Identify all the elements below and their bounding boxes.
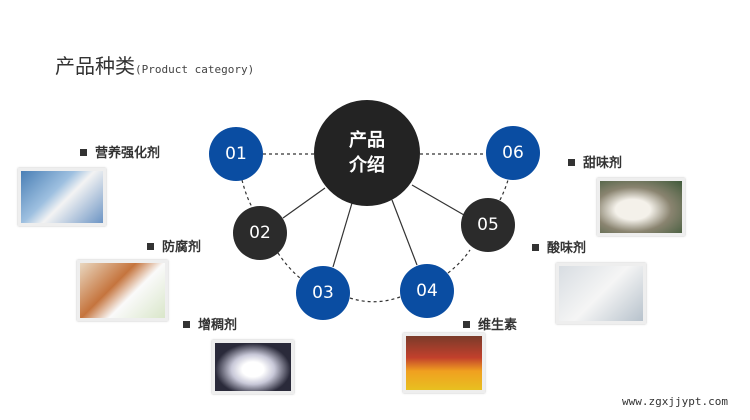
dashed-connector: [447, 249, 471, 274]
label-sweetener: 甜味剂: [568, 152, 622, 171]
title-text: 产品种类: [55, 54, 135, 78]
label-nutrition-fortifier: 营养强化剂: [80, 142, 160, 161]
acidulant-image: [556, 263, 646, 324]
node-06: 06: [486, 126, 540, 180]
node-02: 02: [233, 206, 287, 260]
page-title: 产品种类(Product category): [55, 50, 254, 79]
node-03: 03: [296, 266, 350, 320]
preservative-image: [77, 260, 168, 321]
solid-connector: [391, 199, 418, 266]
dashed-connector: [241, 179, 253, 208]
thickener-image: [212, 340, 294, 394]
vitamin-image: [403, 333, 485, 393]
milk-image: [18, 168, 106, 226]
label-vitamin: 维生素: [463, 314, 517, 333]
node-04: 04: [400, 264, 454, 318]
label-thickener: 增稠剂: [183, 314, 237, 333]
node-05: 05: [461, 198, 515, 252]
sweetener-image: [597, 178, 685, 236]
center-text-2: 介绍: [349, 155, 385, 176]
solid-connector: [282, 187, 326, 219]
label-acidulant: 酸味剂: [532, 237, 586, 256]
solid-connector: [411, 184, 465, 216]
dashed-connector: [277, 252, 301, 279]
center-text-1: 产品: [349, 130, 385, 151]
label-preservative: 防腐剂: [147, 236, 201, 255]
node-01: 01: [209, 127, 263, 181]
watermark: www.zgxjjypt.com: [622, 395, 728, 408]
title-subtitle: (Product category): [135, 63, 255, 76]
center-circle: 产品介绍: [314, 100, 420, 206]
dashed-connector: [499, 179, 509, 201]
solid-connector: [332, 202, 353, 268]
dashed-connector: [349, 296, 401, 303]
